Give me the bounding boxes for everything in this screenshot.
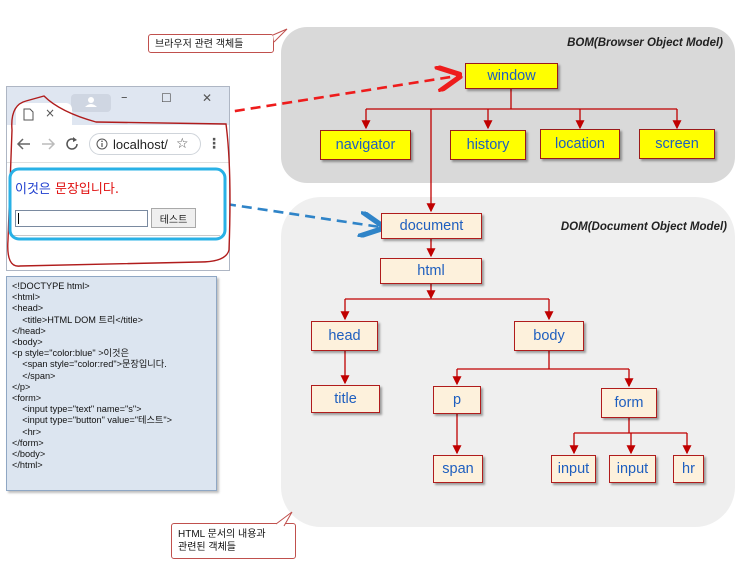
node-input-button: input	[609, 455, 656, 483]
node-navigator: navigator	[320, 130, 411, 160]
browser-tab[interactable]: ×	[16, 103, 72, 125]
code-line: <!DOCTYPE html>	[12, 281, 90, 291]
node-html: html	[380, 258, 482, 284]
code-line: <title>HTML DOM 트리</title>	[12, 314, 143, 325]
profile-icon	[85, 97, 97, 107]
url-text: localhost/	[113, 136, 168, 152]
profile-tab[interactable]	[71, 94, 111, 112]
dom-callout-tail	[275, 511, 293, 527]
maximize-button[interactable]: ☐	[161, 91, 172, 105]
html-source-box: <!DOCTYPE html> <html> <head> <title>HTM…	[6, 276, 217, 491]
test-button[interactable]: 테스트	[151, 208, 196, 228]
bookmark-star-icon[interactable]: ☆	[176, 136, 189, 152]
page-paragraph: 이것은 문장입니다.	[15, 178, 119, 197]
dom-callout-line1: HTML 문서의 내용과	[178, 529, 266, 540]
dom-callout-line2: 관련된 객체들	[178, 542, 236, 553]
info-icon	[96, 138, 108, 150]
node-body: body	[514, 321, 584, 351]
code-line: <input type="text" name="s">	[12, 404, 142, 415]
code-line: <html>	[12, 292, 41, 303]
node-input-text: input	[551, 455, 596, 483]
bom-callout-tail	[272, 28, 288, 43]
bom-title: BOM(Browser Object Model)	[567, 37, 723, 49]
node-span: span	[433, 455, 483, 483]
page-hr	[13, 235, 220, 236]
node-title: title	[311, 385, 380, 413]
code-line: <head>	[12, 303, 44, 314]
node-screen: screen	[639, 129, 715, 159]
dom-panel	[281, 197, 735, 527]
address-bar[interactable]: localhost/	[89, 133, 201, 155]
node-form: form	[601, 388, 657, 418]
code-line: </span>	[12, 370, 56, 381]
node-history: history	[450, 130, 526, 160]
node-location: location	[540, 129, 620, 159]
code-line: </html>	[12, 460, 43, 471]
menu-dots-icon[interactable]: ⋮	[207, 136, 221, 152]
code-line: <form>	[12, 393, 42, 404]
node-window: window	[465, 63, 558, 89]
code-line: </form>	[12, 437, 44, 448]
minimize-button[interactable]: –	[121, 90, 128, 105]
bom-callout: 브라우저 관련 객체들	[148, 34, 274, 53]
page-icon	[23, 108, 34, 121]
close-window-button[interactable]: ✕	[202, 91, 213, 105]
back-icon[interactable]	[16, 137, 32, 151]
node-head: head	[311, 321, 378, 351]
code-line: <body>	[12, 337, 43, 348]
paragraph-red-text: 문장입니다.	[55, 182, 119, 197]
code-line: </p>	[12, 381, 31, 392]
code-line: <hr>	[12, 426, 42, 437]
reload-icon[interactable]	[64, 136, 80, 152]
code-line: <input type="button" value="테스트">	[12, 415, 172, 426]
node-document: document	[381, 213, 482, 239]
paragraph-blue-text: 이것은	[15, 182, 56, 197]
code-line: <span style="color:red">문장입니다.	[12, 359, 167, 370]
dom-title: DOM(Document Object Model)	[560, 221, 727, 233]
page-text-input[interactable]	[15, 210, 148, 227]
dom-callout: HTML 문서의 내용과 관련된 객체들	[171, 523, 296, 559]
node-p: p	[433, 386, 481, 414]
tab-close-button[interactable]: ×	[45, 106, 56, 120]
node-hr: hr	[673, 455, 704, 483]
code-line: <p style="color:blue" >이것은	[12, 348, 129, 359]
text-caret	[18, 213, 19, 224]
code-line: </body>	[12, 449, 46, 460]
code-line: </head>	[12, 325, 46, 336]
forward-icon[interactable]	[40, 137, 56, 151]
